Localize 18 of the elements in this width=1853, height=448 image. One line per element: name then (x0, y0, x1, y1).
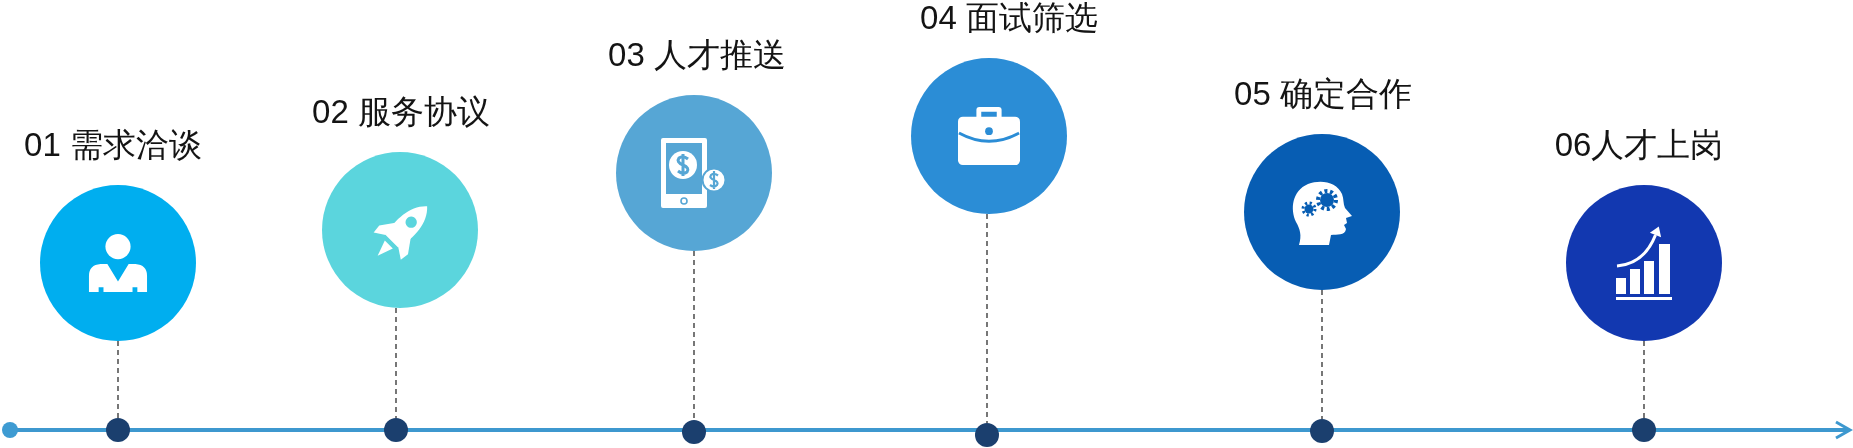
dashed-connector (117, 340, 119, 419)
step-title: 04 面试筛选 (920, 0, 1098, 38)
step-title: 03 人才推送 (608, 35, 786, 75)
timeline-dot (975, 423, 999, 447)
step-title: 01 需求洽谈 (24, 125, 202, 165)
dashed-connector (1643, 340, 1645, 419)
dashed-connector (693, 250, 695, 421)
timeline-dot (1632, 418, 1656, 442)
timeline-dot (682, 420, 706, 444)
dashed-connector (1321, 289, 1323, 420)
timeline-dot (384, 418, 408, 442)
step-title: 06人才上岗 (1554, 125, 1724, 165)
dashed-connector (986, 213, 988, 424)
timeline-dot (1310, 419, 1334, 443)
step-title: 05 确定合作 (1234, 74, 1412, 114)
dashed-connector (395, 307, 397, 419)
step-title: 02 服务协议 (312, 92, 490, 132)
timeline-dot (106, 418, 130, 442)
